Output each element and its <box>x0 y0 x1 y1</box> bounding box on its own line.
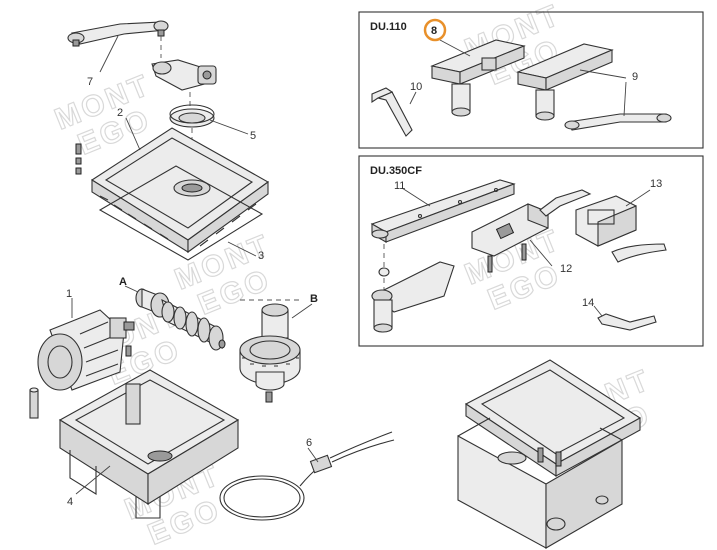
part-9-lever-link <box>516 43 672 131</box>
du110-kit-box: DU.110 10 9 <box>358 11 704 149</box>
callout-12: 12 <box>560 263 572 275</box>
callout-14: 14 <box>582 297 594 309</box>
callout-A: A <box>119 276 127 288</box>
part-4-base-housing <box>58 369 240 519</box>
du110-title: DU.110 <box>370 21 407 33</box>
part-12-release-lock <box>471 189 592 273</box>
part-A-gear-shaft <box>135 288 226 351</box>
lower-bracket <box>370 261 455 333</box>
foundation-box <box>457 359 642 549</box>
callout-7: 7 <box>87 76 93 88</box>
highlight-circle <box>423 18 447 42</box>
part-13-housing <box>575 195 667 263</box>
callout-13: 13 <box>650 178 662 190</box>
part-3-gasket <box>98 165 264 261</box>
part-1-motor <box>37 309 135 391</box>
part-10-hex-key <box>371 87 413 137</box>
du350cf-title: DU.350CF <box>370 165 422 177</box>
callout-5: 5 <box>250 130 256 142</box>
part-6-cable <box>219 431 395 521</box>
callout-9: 9 <box>632 71 638 83</box>
part-11-arm <box>370 179 516 243</box>
screws-lid <box>75 143 82 175</box>
part-crank-lever <box>151 59 217 91</box>
callout-3: 3 <box>258 250 264 262</box>
part-5-ring <box>169 104 215 128</box>
part-7-lever-arm <box>67 20 169 47</box>
callout-8: 8 <box>431 25 437 37</box>
callout-6: 6 <box>306 437 312 449</box>
callout-1: 1 <box>66 288 72 300</box>
part-B-gear-wheel <box>239 303 301 403</box>
du350cf-kit-box: DU.350CF <box>358 155 704 347</box>
part-14-key <box>597 313 657 331</box>
left-callouts: 7 2 5 3 A B 1 4 6 <box>66 35 319 508</box>
callout-B: B <box>310 293 318 305</box>
callout-2: 2 <box>117 107 123 119</box>
callout-4: 4 <box>67 496 73 508</box>
pin <box>29 387 39 419</box>
callout-10: 10 <box>410 81 422 93</box>
part-8-lever <box>430 39 526 117</box>
part-2-lid <box>90 127 270 254</box>
callout-11: 11 <box>394 180 405 192</box>
